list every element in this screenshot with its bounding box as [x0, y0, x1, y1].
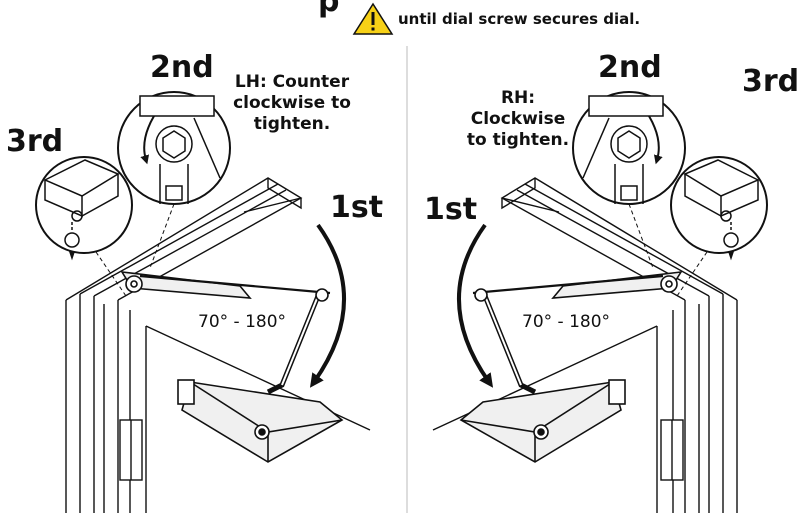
left-detail-2nd — [117, 91, 231, 205]
right-step-2-label: 2nd — [598, 50, 662, 85]
left-rotation-arrow — [309, 223, 346, 388]
left-angle-label: 70° - 180° — [198, 312, 287, 332]
right-closer-body — [459, 379, 626, 463]
right-detail-2nd-leader — [628, 203, 654, 269]
warning-text: until dial screw secures dial. — [398, 10, 641, 28]
right-instruction: RH: Clockwise to tighten. — [466, 88, 570, 150]
left-closer-arm — [120, 271, 331, 395]
left-step-2-label: 2nd — [150, 50, 214, 85]
right-detail-3rd-leader — [676, 251, 708, 297]
right-closer-arm — [472, 271, 683, 395]
right-step-1-label: 1st — [424, 192, 478, 227]
left-instruction: LH: Counter clockwise to tighten. — [233, 72, 351, 134]
right-rotation-arrow — [457, 223, 494, 388]
left-closer-body — [177, 379, 344, 463]
warning-triangle-icon — [352, 2, 394, 35]
left-step-1-label: 1st — [330, 190, 384, 225]
header-title-fragment: p — [318, 0, 340, 19]
right-detail-3rd — [670, 156, 768, 261]
right-angle-label: 70° - 180° — [522, 312, 611, 332]
left-detail-3rd-leader — [95, 251, 127, 297]
left-detail-2nd-leader — [149, 203, 175, 269]
left-detail-3rd — [35, 156, 133, 261]
right-step-3-label: 3rd — [742, 64, 800, 99]
left-step-3-label: 3rd — [6, 124, 64, 159]
right-door-frame — [432, 177, 738, 513]
right-detail-2nd — [572, 91, 686, 205]
